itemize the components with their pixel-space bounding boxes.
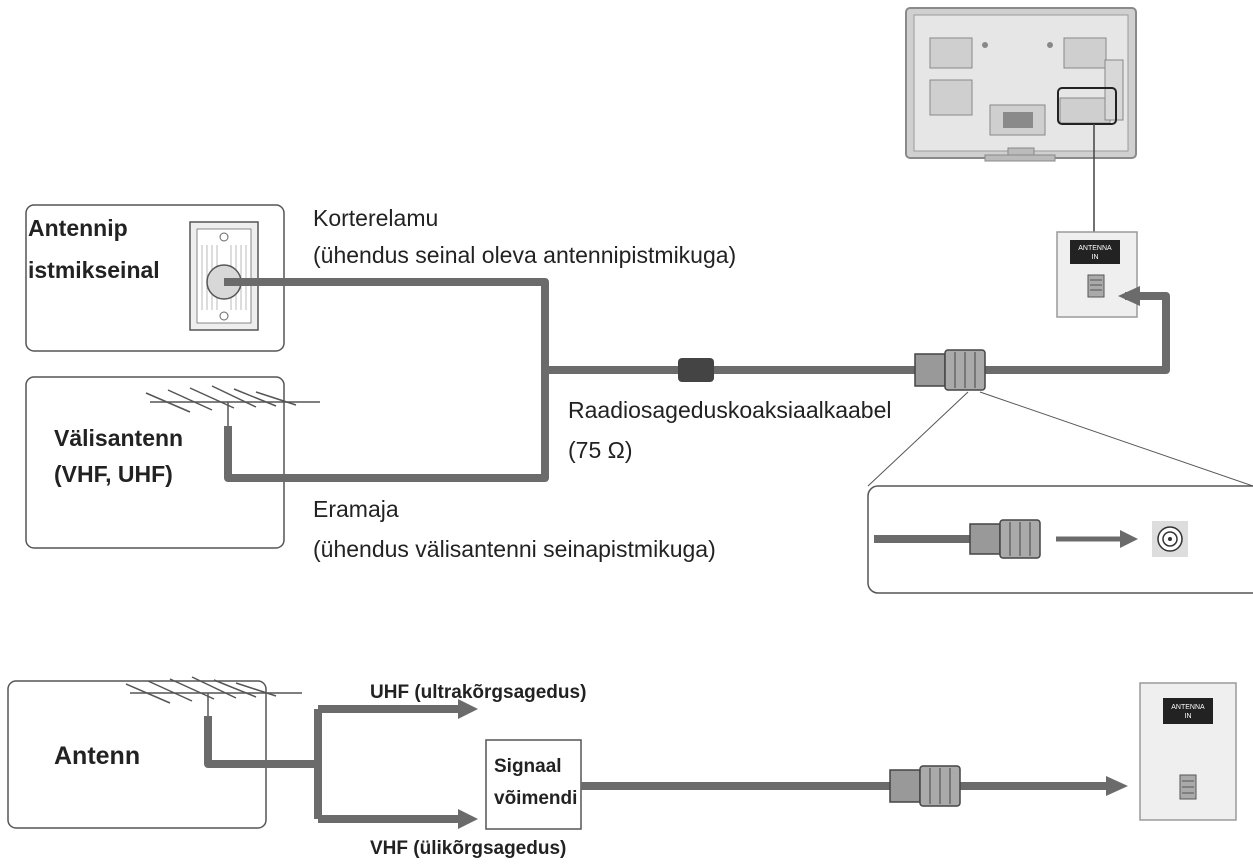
outdoor-antenna-label-line2: (VHF, UHF) [54,461,173,487]
house-desc: (ühendus välisantenni seinapistmikuga) [313,536,716,562]
connector-zoom-panel [867,485,1253,594]
apartment-label: Korterelamu [313,205,439,231]
amplifier-label-line1: Signaal [494,756,562,777]
uhf-label: UHF (ultrakõrgsagedus) [370,682,587,703]
ferrite-choke [678,358,714,382]
signal-amplifier-box [485,739,582,830]
wall-socket-panel [25,204,285,352]
vhf-label: VHF (ülikõrgsagedus) [370,838,567,859]
outdoor-antenna-panel [25,376,285,549]
wall-socket-label-line2: istmikseinal [28,257,160,283]
coax-cable-top [224,278,1170,482]
port-label-bottom-line2: IN [1185,713,1192,720]
cable-label: Raadiosageduskoaksiaalkaabel [568,397,892,423]
coax-connector-bottom [889,765,961,807]
apartment-desc: (ühendus seinal oleva antennipistmikuga) [313,242,737,268]
antenna-in-port-top: ANTENNA IN [1056,231,1138,318]
port-label-line2: IN [1092,254,1099,261]
antenna-icon-bottom [125,676,302,716]
outdoor-antenna-label-line1: Välisantenn [54,425,184,451]
antenna-label: Antenn [54,742,141,770]
cable-impedance: (75 Ω) [568,437,633,463]
wall-socket-label-line1: Antennip [28,215,128,241]
antenna-panel-bottom [7,680,267,829]
antenna-in-port-bottom: ANTENNA IN [1139,682,1237,821]
port-label-line1: ANTENNA [1078,245,1112,252]
port-label-bottom-line1: ANTENNA [1171,704,1205,711]
antenna-feed-cable-bottom [204,705,460,823]
antenna-icon-top [145,385,320,426]
coax-connector-top [914,349,986,391]
tv-rear-view [905,7,1137,162]
amplifier-label-line2: võimendi [494,788,578,809]
house-label: Eramaja [313,496,399,522]
